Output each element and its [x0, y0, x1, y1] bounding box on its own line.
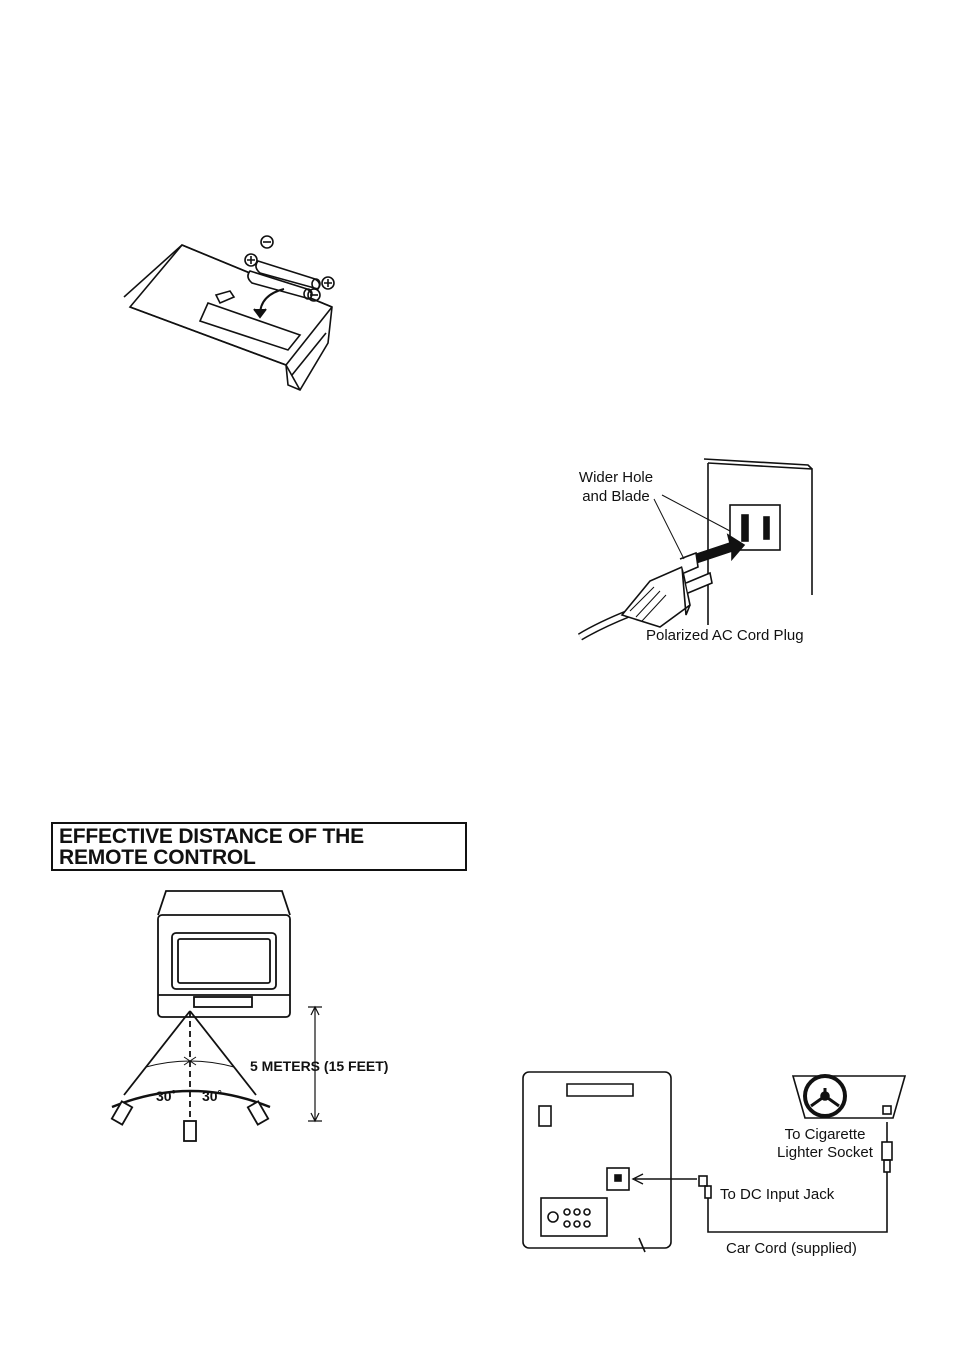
car-cord-label: Car Cord (supplied): [726, 1240, 857, 1259]
remote-distance-figure: [100, 885, 420, 1145]
tv-rear-illustration: [523, 1072, 671, 1252]
battery-insertion-figure: [110, 225, 350, 400]
remote-range-cone: [112, 1011, 270, 1125]
wider-blade-leader-line: [654, 499, 684, 559]
plus-sign-icon: [322, 277, 334, 289]
car-cord-figure: [515, 1062, 910, 1262]
distance-label: 5 METERS (15 FEET): [250, 1058, 388, 1076]
wider-hole-label: Wider Hole and Blade: [566, 469, 666, 507]
dc-input-jack-label: To DC Input Jack: [720, 1186, 834, 1205]
cigarette-lighter-label: To Cigarette Lighter Socket: [766, 1126, 884, 1161]
remote-position-marker: [112, 1101, 268, 1141]
wider-hole-leader-line: [662, 495, 730, 531]
ac-plug-illustration: [580, 553, 712, 637]
tv-illustration: [158, 891, 290, 1017]
wall-outlet-illustration: [704, 459, 812, 625]
dashboard-illustration: [793, 1076, 905, 1118]
polarized-plug-label: Polarized AC Cord Plug: [646, 627, 804, 646]
angle-right-label: 30˚: [202, 1088, 222, 1106]
minus-sign-icon: [261, 236, 273, 248]
remote-control-illustration: [124, 245, 332, 390]
section-heading: EFFECTIVE DISTANCE OF THE REMOTE CONTROL: [51, 822, 467, 871]
angle-left-label: 30˚: [156, 1088, 176, 1106]
plus-sign-icon: [245, 254, 257, 266]
